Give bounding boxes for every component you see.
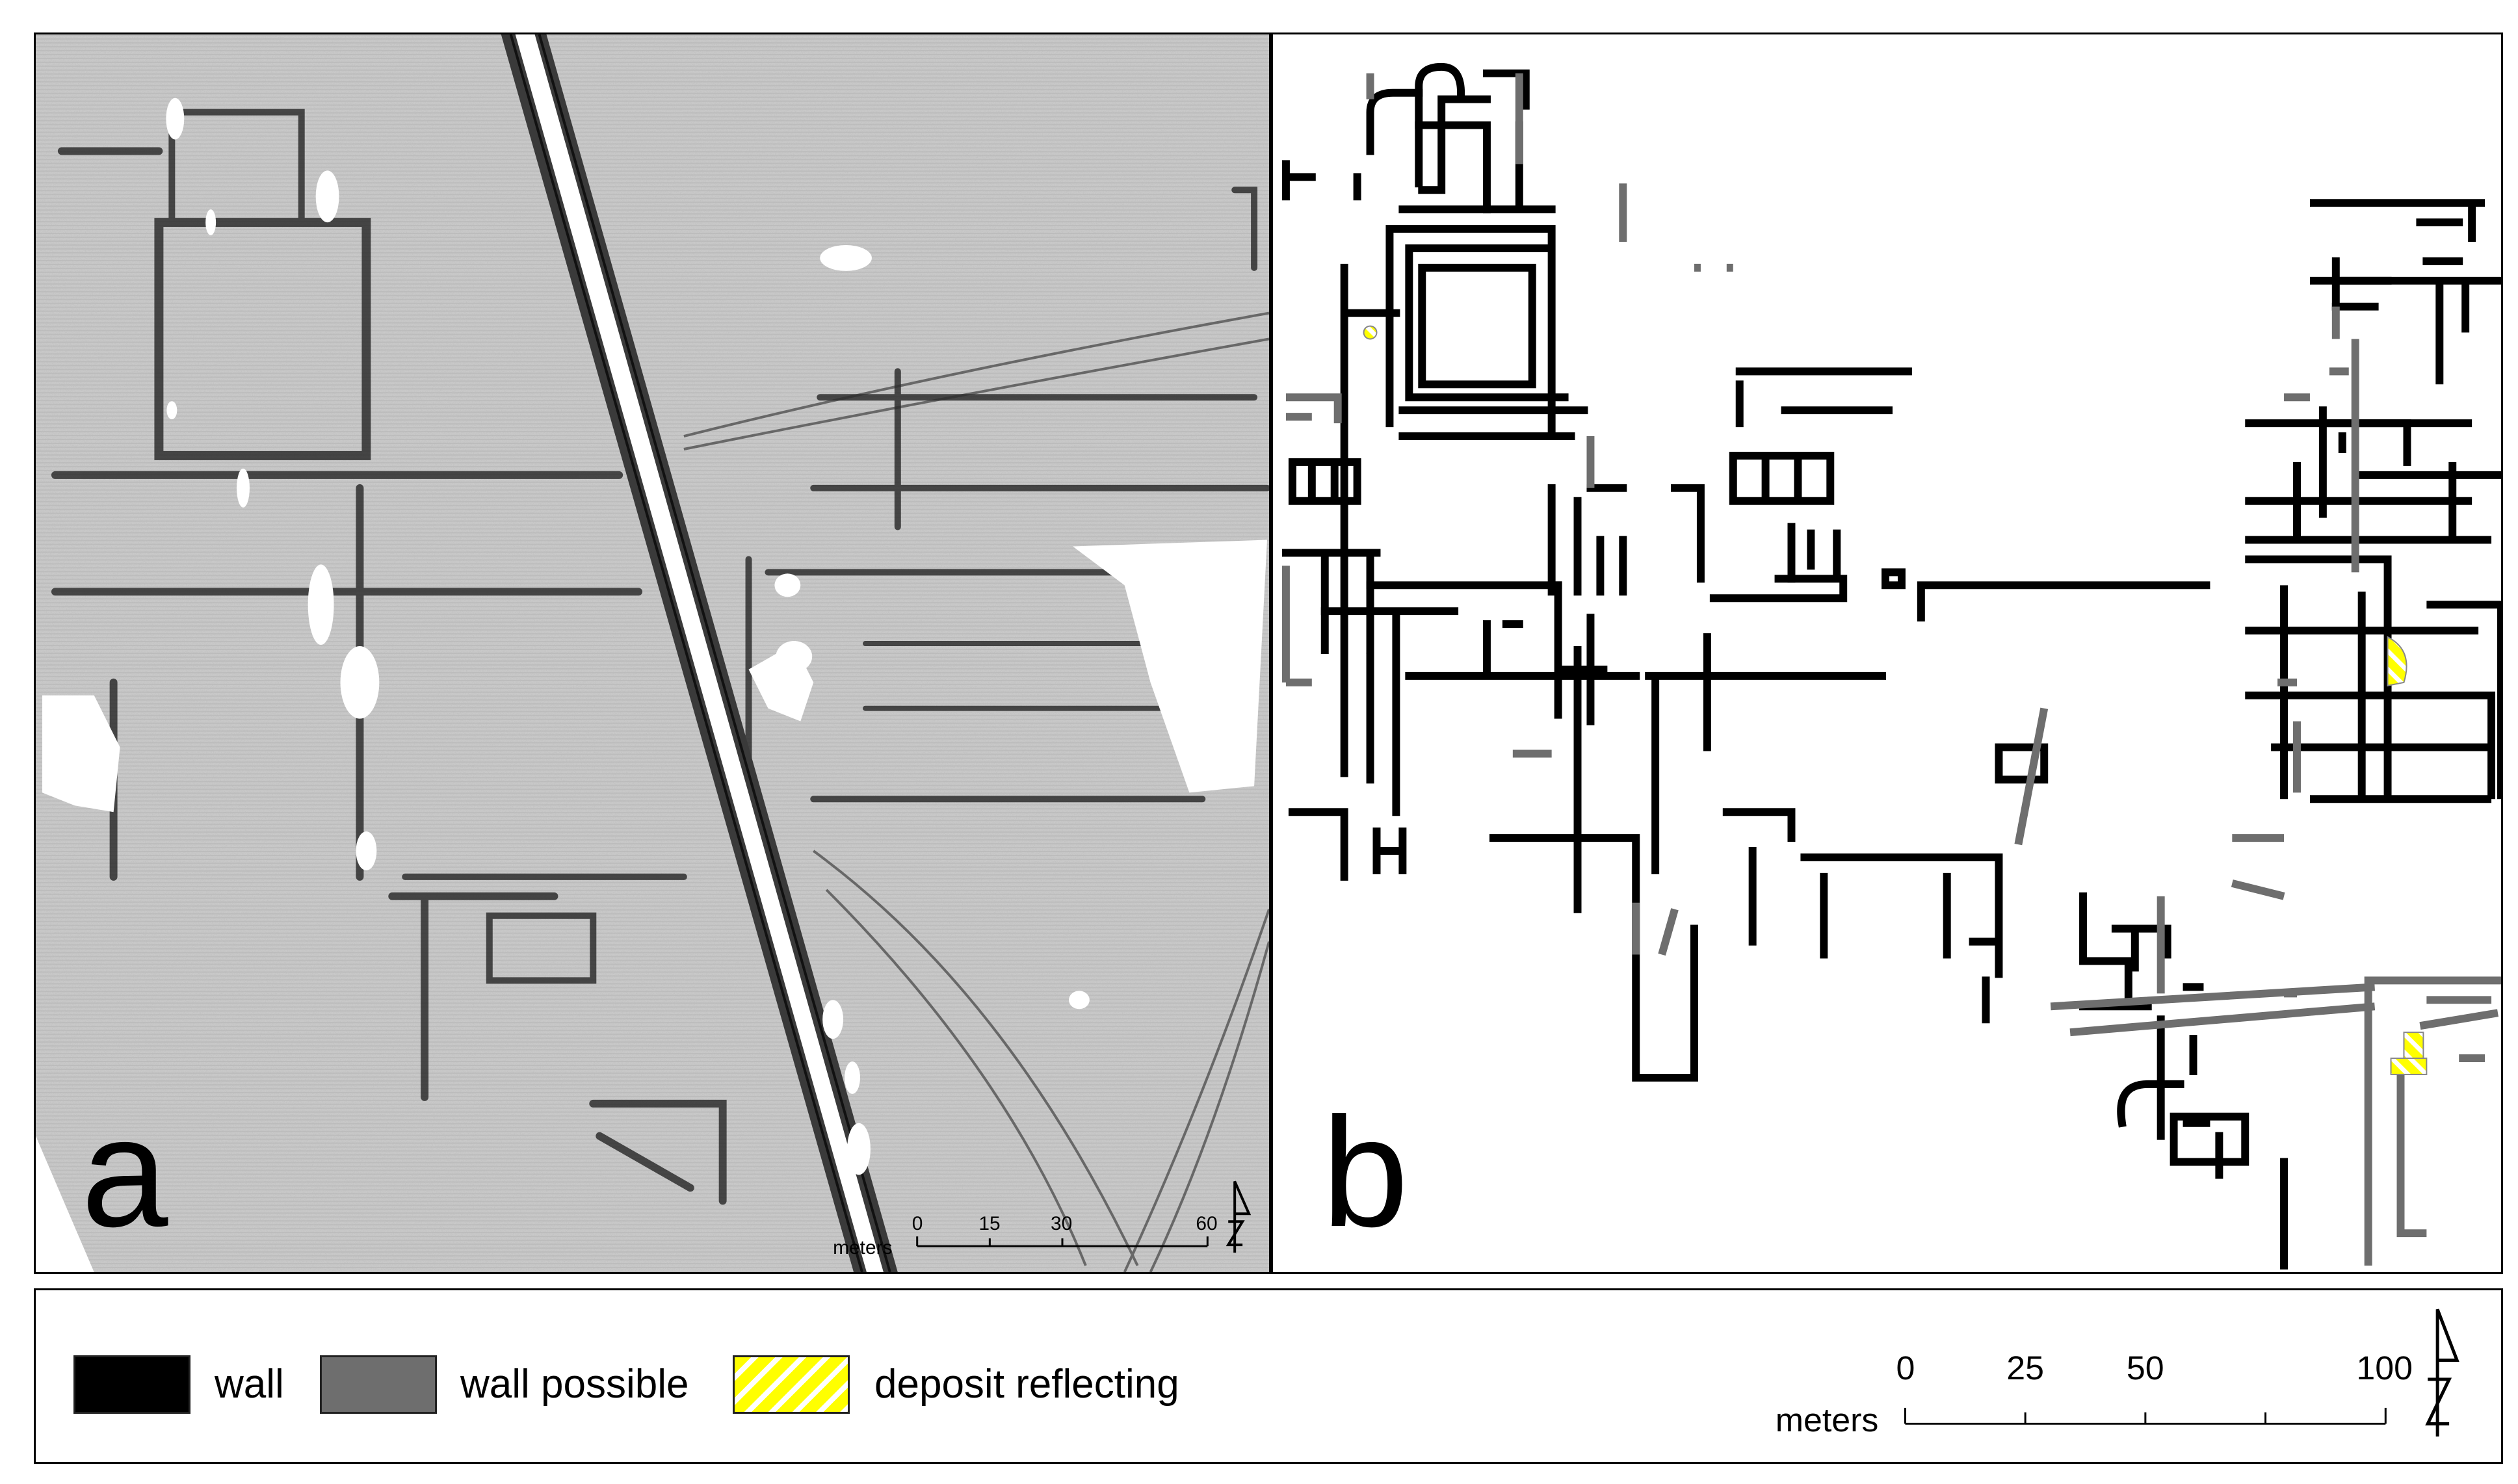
legend-scale-tick-1: 25 bbox=[2006, 1349, 2044, 1386]
walls-possible-bottom bbox=[2050, 976, 2501, 1266]
deposits bbox=[1363, 325, 2428, 1075]
scale-a-tick-2: 30 bbox=[1051, 1213, 1072, 1234]
legend-swatch-wall bbox=[73, 1355, 190, 1414]
panel-letter-b: b bbox=[1322, 1085, 1409, 1259]
legend-scale-bar: meters 0 25 50 100 bbox=[1776, 1308, 2459, 1438]
scale-bar-a bbox=[916, 1236, 1209, 1247]
interpretation-map bbox=[1281, 62, 2501, 1270]
panel-letter-a: a bbox=[81, 1085, 168, 1259]
legend-scale-unit: meters bbox=[1776, 1401, 1879, 1438]
legend-scale-tick-3: 100 bbox=[2356, 1349, 2413, 1386]
scale-a-tick-3: 60 bbox=[1196, 1213, 1217, 1234]
scale-bar-b bbox=[1904, 1407, 2387, 1425]
legend-swatch-deposit-reflecting bbox=[733, 1355, 850, 1414]
legend-label-wall-possible: wall possible bbox=[460, 1362, 689, 1407]
legend-scale-tick-2: 50 bbox=[2127, 1349, 2164, 1386]
walls-far-right bbox=[2426, 601, 2501, 800]
legend-swatch-wall-possible bbox=[320, 1355, 437, 1414]
radargram-image: meters 0 15 30 60 bbox=[36, 34, 1269, 1272]
walls-right bbox=[2245, 199, 2501, 803]
scale-a-tick-0: 0 bbox=[912, 1213, 923, 1234]
legend-label-deposit-reflecting: deposit reflecting bbox=[874, 1362, 1179, 1407]
north-arrow-icon bbox=[2425, 1308, 2459, 1437]
legend-scale-tick-0: 0 bbox=[1896, 1349, 1915, 1386]
road bbox=[501, 34, 898, 1272]
panel-a-radargram: meters 0 15 30 60 a bbox=[34, 33, 1271, 1274]
walls-possible bbox=[1281, 73, 2498, 1063]
legend-label-wall: wall bbox=[215, 1362, 284, 1407]
scale-a-tick-1: 15 bbox=[978, 1213, 1000, 1234]
scale-a-unit: meters bbox=[833, 1237, 892, 1258]
legend-box: wall wall possible deposit reflecting me… bbox=[34, 1288, 2503, 1464]
north-arrow-icon bbox=[1226, 1180, 1252, 1253]
panel-b-interpretation: b bbox=[1271, 33, 2503, 1274]
walls bbox=[1281, 62, 2501, 1270]
